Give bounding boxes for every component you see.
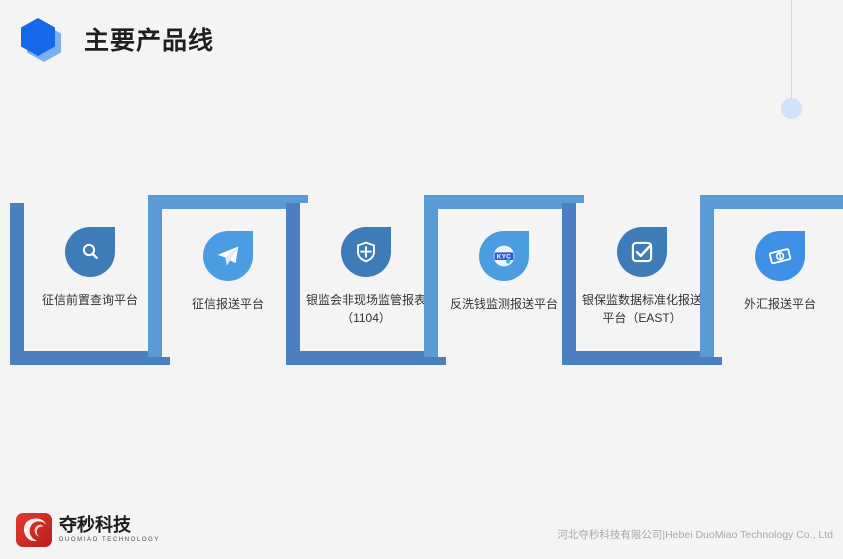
logo-name-cn: 夺秒科技 (59, 514, 131, 535)
magnifier-icon (65, 227, 115, 277)
step-panel: 银监会非现场监管报表（1104） (300, 203, 432, 351)
flow-step-4[interactable]: KYC 反洗钱监测报送平台 (424, 195, 584, 357)
step-panel: 银保监数据标准化报送平台（EAST） (576, 203, 708, 351)
product-line-flow: 征信前置查询平台 征信报送平台 银监会 (0, 195, 843, 375)
flow-step-6[interactable]: 外汇报送平台 (700, 195, 843, 357)
kyc-badge-icon: KYC (479, 231, 529, 281)
company-copyright: 河北夺秒科技有限公司|Hebei DuoMiao Technology Co.,… (557, 529, 833, 541)
page-header: 主要产品线 (0, 0, 843, 78)
step-panel: 征信前置查询平台 (24, 203, 156, 351)
shield-cross-icon (341, 227, 391, 277)
company-logo: 夺秒科技 DUOMIAO TECHNOLOGY (16, 513, 160, 547)
page-title: 主要产品线 (84, 27, 215, 55)
step-label: 银保监数据标准化报送平台（EAST） (581, 293, 702, 325)
pendulum-dot-icon (781, 98, 802, 119)
flow-step-5[interactable]: 银保监数据标准化报送平台（EAST） (562, 203, 722, 365)
duomiao-logo-icon (16, 513, 52, 547)
flow-step-2[interactable]: 征信报送平台 (148, 195, 308, 357)
step-panel: 外汇报送平台 (714, 209, 843, 357)
step-panel: KYC 反洗钱监测报送平台 (438, 209, 570, 357)
banknote-dollar-icon (755, 231, 805, 281)
step-bracket (700, 195, 843, 357)
logo-text: 夺秒科技 DUOMIAO TECHNOLOGY (59, 514, 161, 545)
step-label: 银监会非现场监管报表（1104） (305, 293, 426, 325)
flow-step-3[interactable]: 银监会非现场监管报表（1104） (286, 203, 446, 365)
logo-name-en: DUOMIAO TECHNOLOGY (59, 536, 161, 543)
svg-text:KYC: KYC (497, 253, 511, 260)
step-label: 反洗钱监测报送平台 (449, 297, 558, 311)
step-label: 外汇报送平台 (743, 297, 816, 311)
checkbox-check-icon (617, 227, 667, 277)
flow-step-1[interactable]: 征信前置查询平台 (10, 203, 170, 365)
paper-plane-icon (203, 231, 253, 281)
pendulum-line-icon (791, 0, 792, 105)
page-footer: 夺秒科技 DUOMIAO TECHNOLOGY 河北夺秒科技有限公司|Hebei… (0, 505, 843, 559)
step-panel: 征信报送平台 (162, 209, 294, 357)
step-label: 征信前置查询平台 (41, 293, 138, 307)
step-label: 征信报送平台 (191, 297, 264, 311)
hexagon-icon (18, 17, 62, 62)
